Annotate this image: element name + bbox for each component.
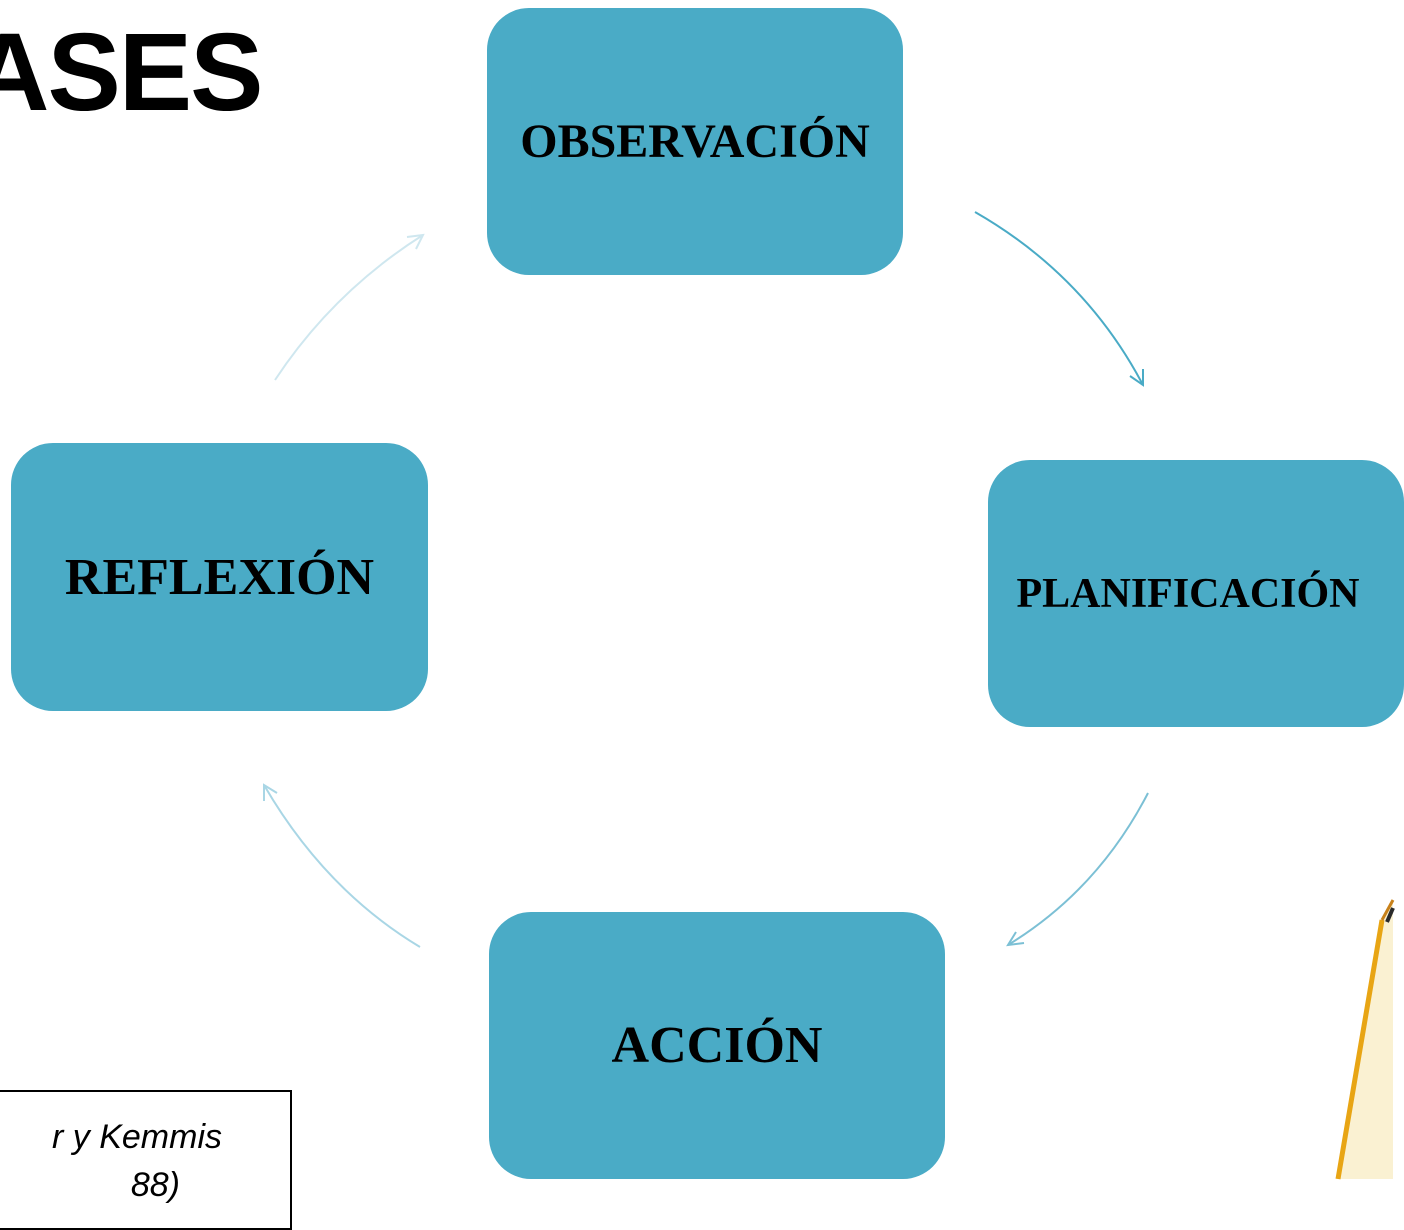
stage-planificacion: PLANIFICACIÓN bbox=[988, 460, 1404, 727]
cycle-arrows bbox=[263, 211, 1149, 948]
pencil-decoration-icon bbox=[1335, 899, 1395, 1180]
stage-reflexion-label: REFLEXIÓN bbox=[64, 548, 375, 606]
stage-reflexion: REFLEXIÓN bbox=[11, 443, 428, 711]
stage-accion: ACCIÓN bbox=[489, 912, 945, 1179]
citation-box: r y Kemmis 88) bbox=[0, 1090, 292, 1230]
stage-accion-label: ACCIÓN bbox=[611, 1017, 823, 1074]
cycle-diagram: ASES OBSERVACIÓN PLANIFICACIÓN ACCIÓN R bbox=[0, 8, 1404, 1230]
arrow-obs-to-plan bbox=[974, 211, 1144, 387]
stage-planificacion-label: PLANIFICACIÓN bbox=[1016, 570, 1360, 617]
citation-line-2: 88) bbox=[130, 1166, 180, 1204]
stage-observacion: OBSERVACIÓN bbox=[487, 8, 903, 275]
arrow-acc-to-ref bbox=[263, 783, 421, 948]
arrow-plan-to-acc bbox=[1006, 792, 1149, 947]
citation-line-1: r y Kemmis bbox=[52, 1118, 222, 1156]
stage-observacion-label: OBSERVACIÓN bbox=[520, 115, 870, 168]
slide-title: ASES bbox=[0, 11, 264, 134]
arrow-ref-to-obs bbox=[274, 233, 425, 381]
